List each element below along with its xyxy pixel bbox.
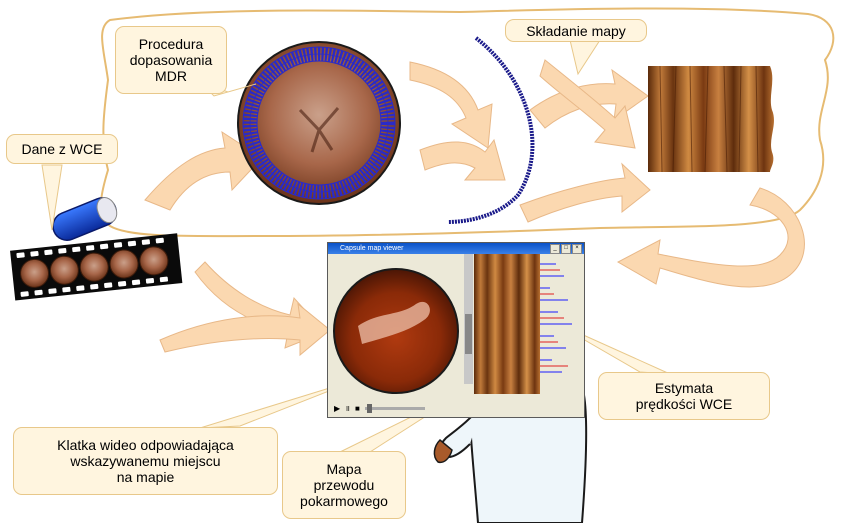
callout-video-frame: Klatka wideo odpowiadająca wskazywanemu … — [13, 427, 278, 495]
callout-assembly: Składanie mapy — [505, 19, 647, 42]
arrow-ring-lower — [420, 140, 505, 180]
viewer-content — [328, 254, 584, 404]
playback-controls: ▶ ॥ ■ — [334, 403, 425, 414]
arrow-map-to-viewer — [618, 188, 804, 287]
window-controls: _ □ × — [550, 244, 582, 254]
seek-slider[interactable] — [365, 407, 425, 410]
film-strip-image — [10, 233, 182, 300]
arrow-arc-lower — [520, 164, 650, 222]
callout-velocity: Estymata prędkości WCE — [598, 372, 770, 420]
pause-button[interactable]: ॥ — [345, 403, 350, 414]
callout-gi-map: Mapa przewodu pokarmowego — [282, 451, 406, 519]
callout-wce-data: Dane z WCE — [6, 134, 118, 164]
arrow-ring-to-arc — [410, 62, 492, 148]
callout-procedure: Procedura dopasowania MDR — [115, 26, 227, 94]
capsule-map-viewer-window: Capsule map viewer _ □ × ▶ ॥ ■ — [327, 242, 585, 418]
play-button[interactable]: ▶ — [334, 404, 340, 413]
mdr-ring-image — [238, 42, 400, 204]
minimize-button[interactable]: _ — [550, 244, 560, 254]
maximize-button[interactable]: □ — [561, 244, 571, 254]
close-button[interactable]: × — [572, 244, 582, 254]
viewer-title: Capsule map viewer — [328, 243, 584, 254]
assembled-map-image — [648, 66, 774, 172]
seek-knob[interactable] — [367, 404, 372, 413]
stop-button[interactable]: ■ — [355, 404, 360, 413]
capsule-image — [49, 194, 121, 245]
